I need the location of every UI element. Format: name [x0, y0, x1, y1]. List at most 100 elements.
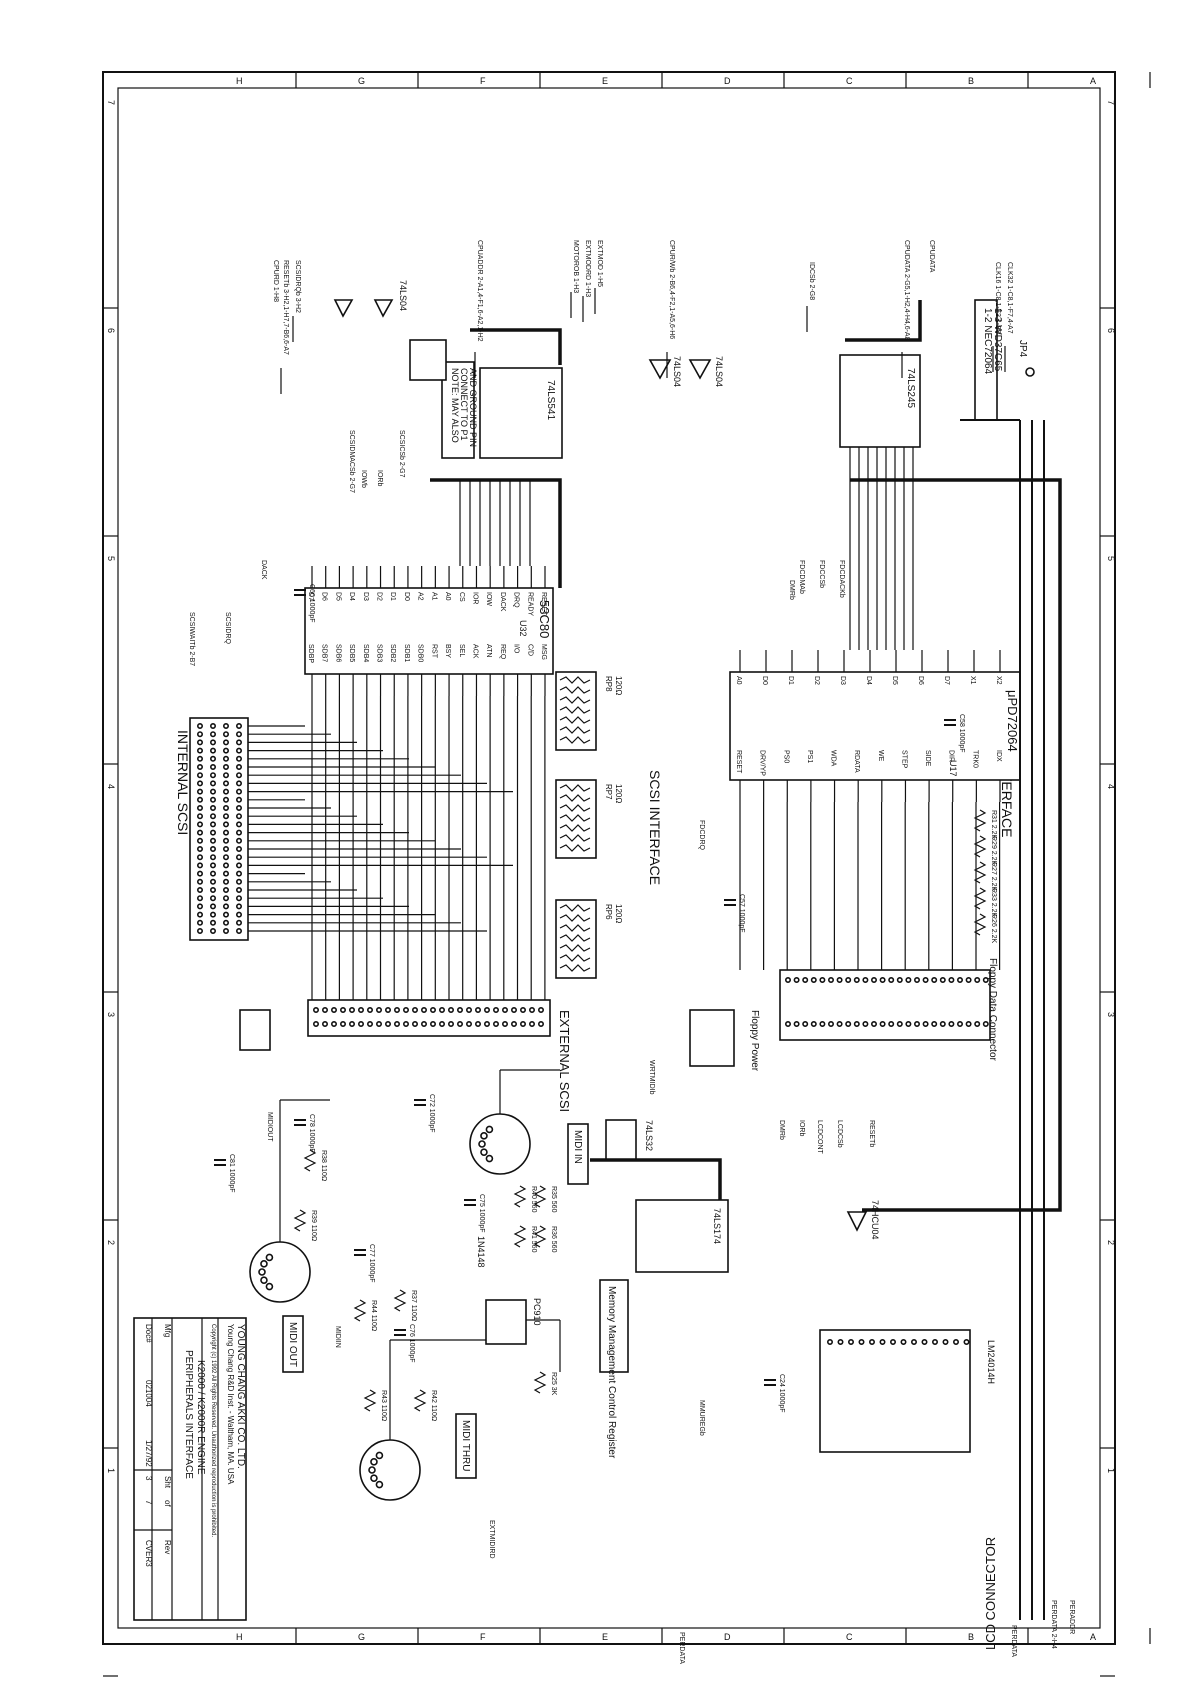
reset-inverter-part: 74HCU04 — [870, 1200, 880, 1240]
resistor-pack-ref: RP8 — [604, 676, 613, 692]
resistor — [303, 1149, 317, 1172]
connector-pin — [956, 976, 963, 983]
resistor-label: R41 560 — [530, 1226, 537, 1253]
header-pin — [197, 870, 204, 877]
signal-label: IOWb — [360, 470, 367, 488]
header-pin — [197, 895, 204, 902]
header-pin — [236, 788, 243, 795]
signal-label: CPUR/Wb 2-B6,4-F2,1-A5,6-H6 — [668, 240, 675, 339]
pin-label: A0 — [735, 676, 742, 685]
resistor-label: R40 560 — [530, 1186, 537, 1213]
header-pin — [236, 772, 243, 779]
connector-pin — [896, 976, 903, 983]
header-pin — [223, 845, 230, 852]
connector-pin — [836, 976, 843, 983]
resistor-pack-value: 120Ω — [614, 676, 623, 695]
title-company: YOUNG CHANG AKKI CO. LTD. — [235, 1324, 246, 1469]
din-pin — [375, 1480, 384, 1489]
signal-label: CLK32 1-C8,1-F7,4-A7 — [1006, 262, 1013, 334]
inverter-part-2: 74LS04 — [672, 356, 682, 387]
chip-u17-part: μPD72064 — [1005, 690, 1020, 752]
connector-pin — [465, 1006, 472, 1013]
reset-inverter — [846, 1211, 868, 1232]
floppy-power-label: Floppy Power — [749, 1010, 760, 1072]
chip-u19-part: 74LS32 — [644, 1120, 654, 1151]
zone-top-G: G — [358, 76, 365, 86]
connector-pin — [429, 1020, 436, 1027]
connector-pin — [483, 1020, 490, 1027]
pullup-resistor — [973, 913, 987, 936]
pullup-resistor — [973, 861, 987, 884]
connector-pin — [510, 1006, 517, 1013]
pin-label: SDB6 — [334, 644, 341, 662]
connector-pin — [429, 1006, 436, 1013]
pullup-label: R27 2.2K — [990, 862, 997, 892]
zone-left-4: 4 — [106, 784, 116, 789]
connector-pin — [793, 1020, 800, 1027]
resistor-element — [559, 904, 591, 912]
header-pin — [223, 895, 230, 902]
title-copyright: Copyright (c) 1992 All Rights Reserved. … — [210, 1324, 216, 1537]
connector-pin — [965, 976, 972, 983]
pin-label: A0 — [444, 592, 451, 601]
resistor-element — [559, 944, 591, 952]
connector-pin — [537, 1006, 544, 1013]
header-pin — [223, 780, 230, 787]
internal-scsi-header — [189, 717, 249, 941]
resistor — [393, 1289, 407, 1312]
case-ground-block — [239, 1009, 271, 1051]
connector-pin — [519, 1006, 526, 1013]
resistor-pack-value: 120Ω — [614, 784, 623, 803]
pin-label: RST — [430, 644, 437, 659]
pin-label: SDB4 — [362, 644, 369, 662]
din-pin — [478, 1140, 486, 1148]
pin-label: WE — [877, 750, 884, 762]
pin-label: TRK0 — [971, 750, 978, 768]
lcd-connector-title: LCD CONNECTOR — [983, 1537, 998, 1650]
header-pin — [197, 927, 204, 934]
lcd-part: LM24014H — [986, 1340, 996, 1384]
header-pin — [223, 796, 230, 803]
header-pin — [223, 870, 230, 877]
pin-label: SDB1 — [403, 644, 410, 662]
connector-pin — [438, 1020, 445, 1027]
pin-label: WDA — [830, 750, 837, 767]
zone-bottom-A: A — [1090, 1632, 1096, 1642]
header-pin — [236, 829, 243, 836]
diode-part: 1N4148 — [476, 1236, 486, 1268]
signal-label: FDCDRQ — [698, 820, 705, 850]
resistor-element — [559, 954, 591, 962]
connector-pin — [965, 1020, 972, 1027]
signal-label: EXTMODRD 1-H3 — [584, 240, 591, 297]
lcd-pin — [963, 1339, 970, 1346]
connector-pin — [447, 1006, 454, 1013]
header-pin — [236, 755, 243, 762]
connector-pin — [793, 976, 800, 983]
scsi-interface-title: SCSI INTERFACE — [647, 770, 663, 885]
header-pin — [210, 739, 217, 746]
pin-label: D2 — [813, 676, 820, 685]
pin-label: D5 — [891, 676, 898, 685]
title-doc-number: 021004 — [144, 1380, 153, 1407]
resistor-label: R25 3K — [550, 1372, 557, 1396]
header-pin — [210, 837, 217, 844]
header-pin — [223, 813, 230, 820]
connector-pin — [802, 976, 809, 983]
title-date: 1/27/92 — [144, 1440, 153, 1467]
connector-pin — [845, 1020, 852, 1027]
connector-pin — [384, 1006, 391, 1013]
lcd-pin — [931, 1339, 938, 1346]
header-pin — [236, 845, 243, 852]
signal-label: DACK — [260, 560, 267, 580]
external-scsi-title: EXTERNAL SCSI — [557, 1010, 572, 1112]
connector-pin — [501, 1020, 508, 1027]
zone-top-C: C — [846, 76, 853, 86]
chip-u14: 74LS541 — [479, 367, 563, 459]
connector-pin — [896, 1020, 903, 1027]
connector-pin — [411, 1006, 418, 1013]
connector-pin — [510, 1020, 517, 1027]
header-pin — [197, 911, 204, 918]
din-pin — [265, 1282, 274, 1291]
